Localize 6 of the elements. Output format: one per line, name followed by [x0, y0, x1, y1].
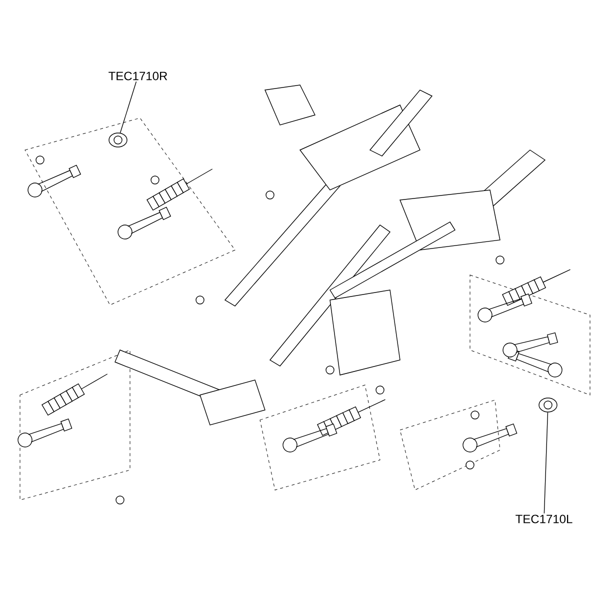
- tie-rod-end-drawing: [108, 132, 128, 148]
- part-number: TEC1710R: [108, 72, 168, 80]
- leader-line: [120, 81, 137, 134]
- part-number: TEC1710L: [516, 514, 572, 524]
- tie-rod-end-drawing: [538, 398, 558, 412]
- leader-line: [544, 412, 548, 514]
